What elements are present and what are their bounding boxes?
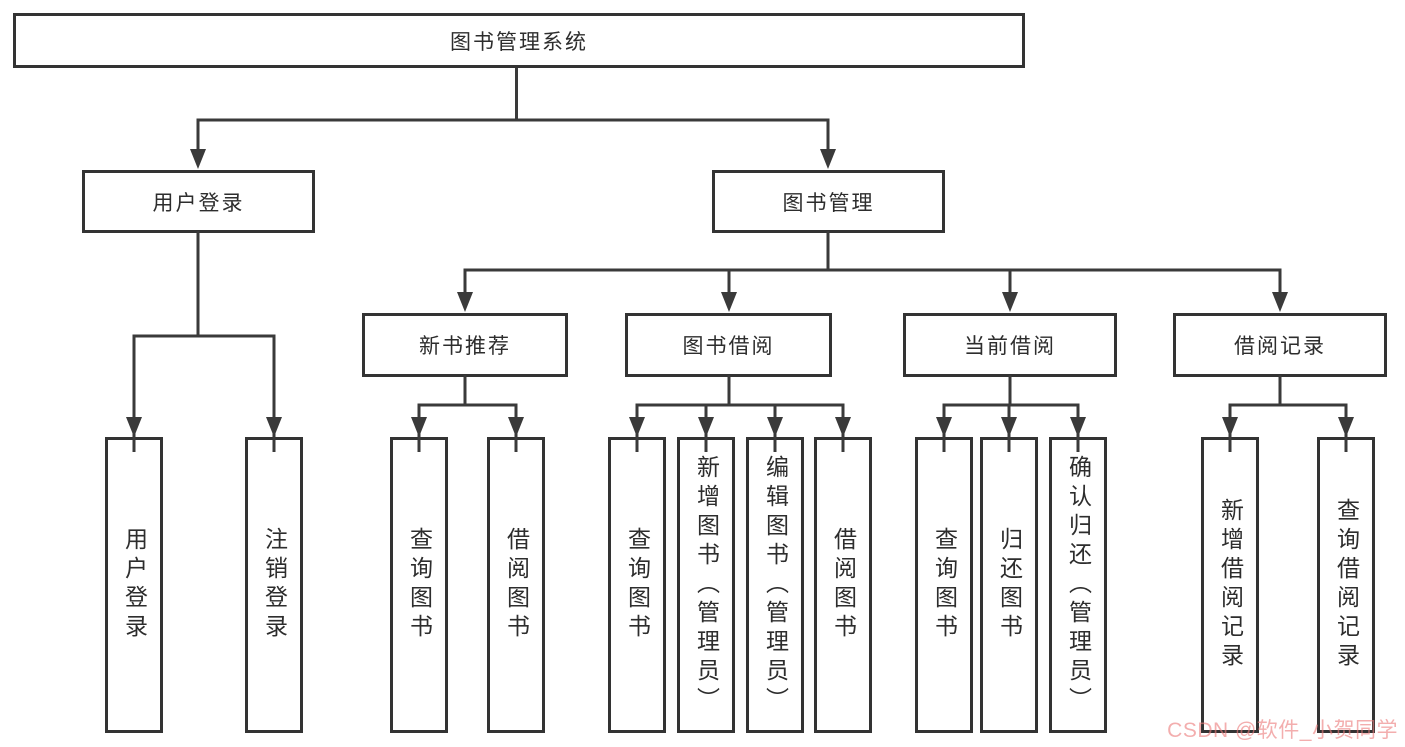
node-root: 图书管理系统 — [13, 13, 1025, 68]
leaf-borrow-books: 借阅图书 — [814, 437, 872, 733]
leaf-confirm-return-admin: 确认归还（管理员） — [1049, 437, 1107, 733]
leaf-user-login: 用户登录 — [105, 437, 163, 733]
leaf-query-borrow-record: 查询借阅记录 — [1317, 437, 1375, 733]
leaf-return-book: 归还图书 — [980, 437, 1038, 733]
leaf-add-book-admin: 新增图书（管理员） — [677, 437, 735, 733]
node-book-borrowing: 图书借阅 — [625, 313, 832, 377]
node-user-login: 用户登录 — [82, 170, 315, 233]
leaf-borrow-books-recommend: 借阅图书 — [487, 437, 545, 733]
node-book-management: 图书管理 — [712, 170, 945, 233]
connector-lines — [132, 68, 1348, 452]
node-borrow-records: 借阅记录 — [1173, 313, 1387, 377]
csdn-watermark: CSDN @软件_小贺同学 — [1167, 719, 1398, 742]
leaf-add-borrow-record: 新增借阅记录 — [1201, 437, 1259, 733]
leaf-edit-book-admin: 编辑图书（管理员） — [746, 437, 804, 733]
node-current-borrowing: 当前借阅 — [903, 313, 1117, 377]
leaf-logout: 注销登录 — [245, 437, 303, 733]
node-new-book-recommend: 新书推荐 — [362, 313, 568, 377]
leaf-query-books-borrow: 查询图书 — [608, 437, 666, 733]
leaf-query-books-current: 查询图书 — [915, 437, 973, 733]
leaf-query-books-recommend: 查询图书 — [390, 437, 448, 733]
